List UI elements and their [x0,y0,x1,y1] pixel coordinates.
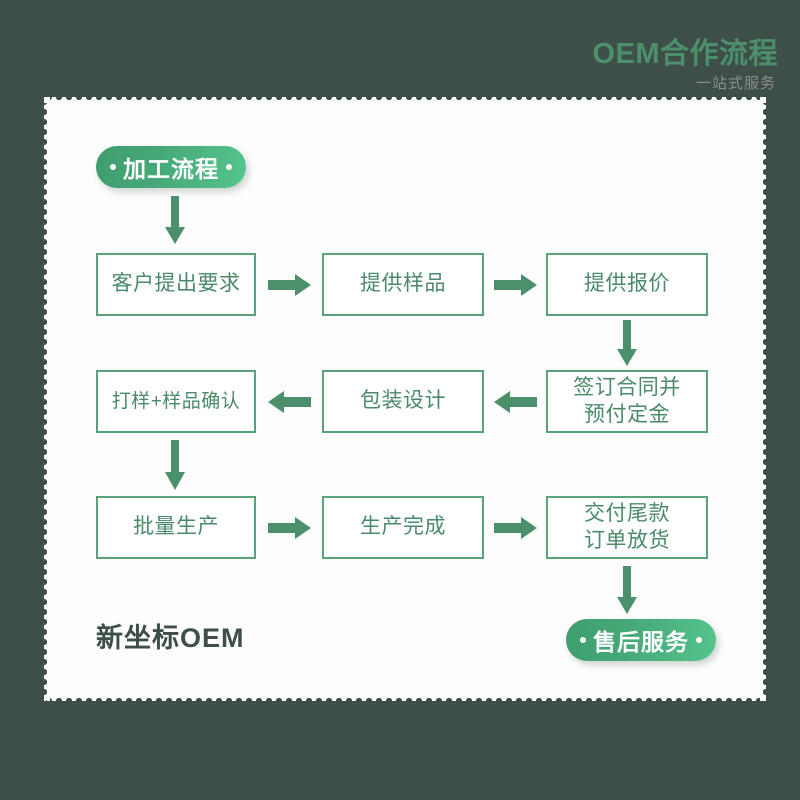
flow-node-n2-label: 提供样品 [360,272,446,296]
flow-node-n8-label: 生产完成 [360,515,446,539]
flow-node-n9-label: 交付尾款 订单放货 [584,501,670,554]
flow-node-n6[interactable]: 打样+样品确认 [96,370,256,433]
flow-node-n1[interactable]: 客户提出要求 [96,253,256,316]
arrow-left-icon-n5-to-n6 [268,389,312,415]
flow-node-n4-line1: 签订合同并 [573,376,681,400]
flow-node-n6-label: 打样+样品确认 [111,390,241,412]
bullet-dot-icon [110,164,116,170]
badge-after-sales-label: 售后服务 [593,629,689,655]
bullet-dot-icon [580,637,586,643]
badge-process-start[interactable]: 加工流程 [96,146,246,188]
arrow-down-icon-n3-to-n4 [616,320,638,368]
flow-node-n4-label: 签订合同并 预付定金 [573,375,681,428]
page-title: OEM合作流程 [592,38,778,70]
flow-node-n8[interactable]: 生产完成 [322,496,484,559]
flow-node-n9-line2: 订单放货 [584,528,670,552]
flow-node-n7-label: 批量生产 [133,515,219,539]
flow-node-n4-line2: 预付定金 [584,402,670,426]
page-subtitle: 一站式服务 [695,75,776,92]
bullet-dot-icon [696,637,702,643]
arrow-down-icon-n6-to-n7 [164,440,186,492]
flow-node-n9[interactable]: 交付尾款 订单放货 [546,496,708,559]
flow-node-n5-label: 包装设计 [360,389,446,413]
flow-node-n7[interactable]: 批量生产 [96,496,256,559]
bullet-dot-icon [226,164,232,170]
flow-node-n3-label: 提供报价 [584,272,670,296]
arrow-right-icon-n7-to-n8 [268,515,312,541]
flow-node-n5[interactable]: 包装设计 [322,370,484,433]
flow-node-n1-label: 客户提出要求 [111,272,241,296]
flow-node-n4[interactable]: 签订合同并 预付定金 [546,370,708,433]
badge-process-label: 加工流程 [123,156,219,182]
arrow-right-icon-n1-to-n2 [268,272,312,298]
flow-node-n2[interactable]: 提供样品 [322,253,484,316]
arrow-down-icon-badge-to-n1 [164,196,186,246]
flow-node-n3[interactable]: 提供报价 [546,253,708,316]
arrow-right-icon-n8-to-n9 [494,515,538,541]
arrow-right-icon-n2-to-n3 [494,272,538,298]
arrow-down-icon-n9-to-badge [616,566,638,616]
arrow-left-icon-n4-to-n5 [494,389,538,415]
brand-label: 新坐标OEM [96,623,245,653]
badge-after-sales[interactable]: 售后服务 [566,619,716,661]
flow-node-n9-line1: 交付尾款 [584,502,670,526]
